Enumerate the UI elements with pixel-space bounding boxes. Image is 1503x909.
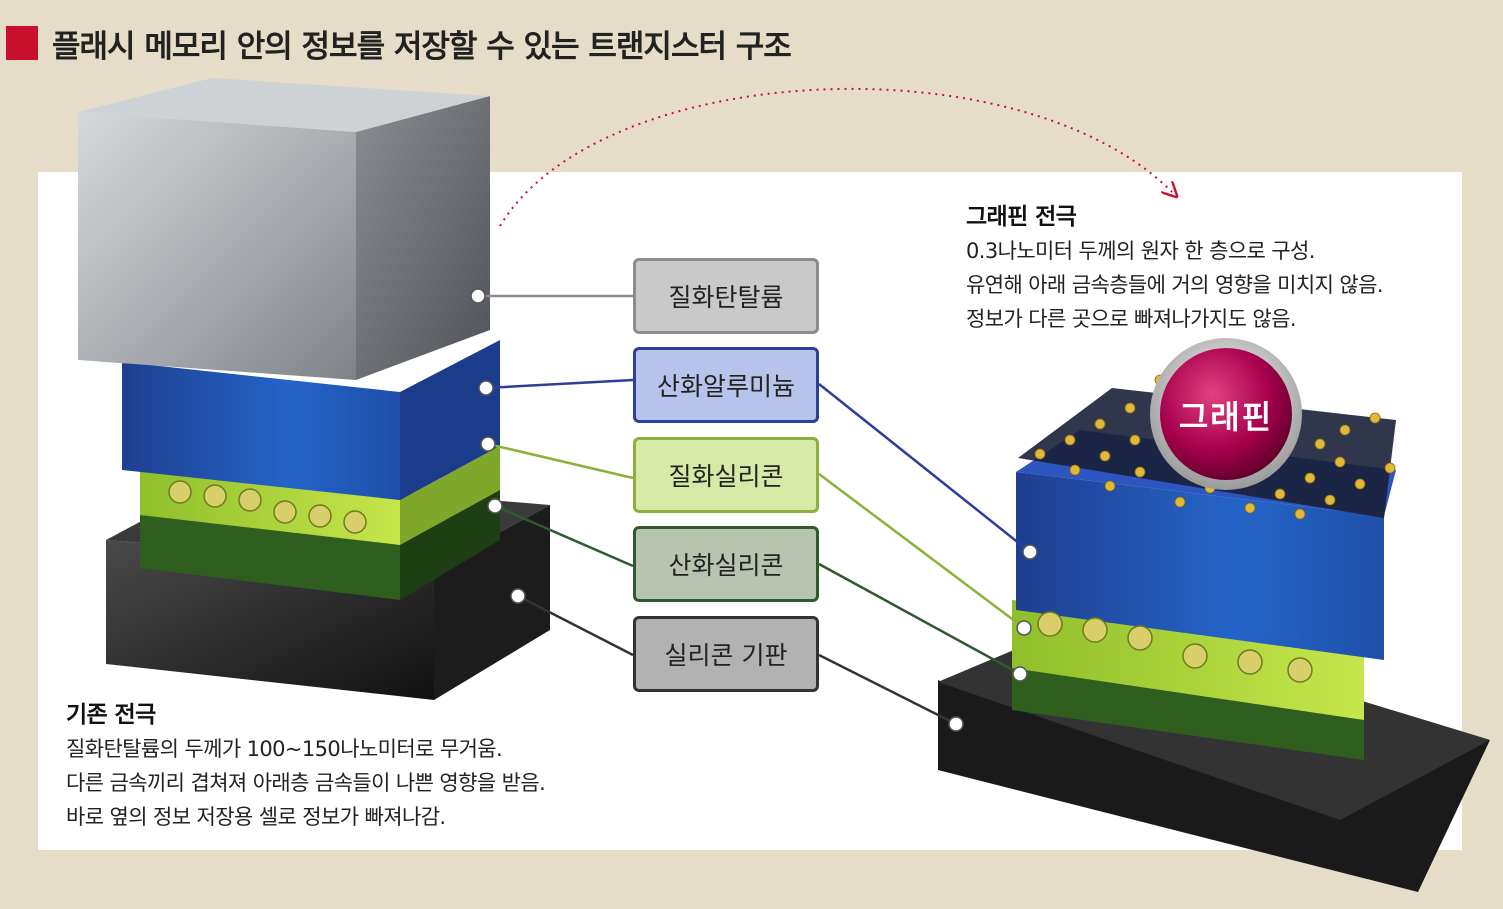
- layer-label-silicon-oxide: 산화실리콘: [633, 526, 819, 602]
- connector-dots: [470, 288, 1038, 732]
- graphene-electrode-heading: 그래핀 전극: [966, 204, 1077, 230]
- layer-label-tantalum-nitride: 질화탄탈륨: [633, 258, 819, 334]
- title-marker: [6, 26, 38, 60]
- graphene-electrode-line: 0.3나노미터 두께의 원자 한 층으로 구성.: [966, 239, 1315, 263]
- transition-arrow: [499, 87, 1172, 227]
- electron-markers-right: [1037, 611, 1313, 683]
- existing-electrode-heading: 기존 전극: [66, 702, 156, 728]
- layer-label-aluminum-oxide: 산화알루미늄: [633, 347, 819, 423]
- page-title: 플래시 메모리 안의 정보를 저장할 수 있는 트랜지스터 구조: [52, 28, 792, 65]
- graphene-badge: [1150, 338, 1302, 490]
- existing-electrode-line: 다른 금속끼리 겹쳐져 아래층 금속들이 나쁜 영향을 받음.: [66, 771, 546, 795]
- layer-label-silicon-substrate: 실리콘 기판: [633, 616, 819, 692]
- graphene-electrode-line: 유연해 아래 금속층들에 거의 영향을 미치지 않음.: [966, 273, 1384, 297]
- existing-electrode-line: 바로 옆의 정보 저장용 셀로 정보가 빠져나감.: [66, 805, 446, 829]
- layer-label-silicon-nitride: 질화실리콘: [633, 437, 819, 513]
- graphene-electrode-stack: [938, 388, 1490, 892]
- connector-lines: [478, 294, 1031, 726]
- existing-electrode-line: 질화탄탈륨의 두께가 100∼150나노미터로 무거움.: [66, 737, 503, 761]
- graphene-electrode-line: 정보가 다른 곳으로 빠져나가지도 않음.: [966, 307, 1297, 331]
- graphene-badge-label: 그래핀: [1178, 398, 1274, 436]
- existing-electrode-description: 기존 전극 질화탄탈륨의 두께가 100∼150나노미터로 무거움. 다른 금속…: [66, 698, 546, 834]
- electron-markers-left: [168, 480, 367, 534]
- title-bar: 플래시 메모리 안의 정보를 저장할 수 있는 트랜지스터 구조: [0, 18, 792, 68]
- graphene-electrode-description: 그래핀 전극 0.3나노미터 두께의 원자 한 층으로 구성. 유연해 아래 금…: [966, 200, 1384, 336]
